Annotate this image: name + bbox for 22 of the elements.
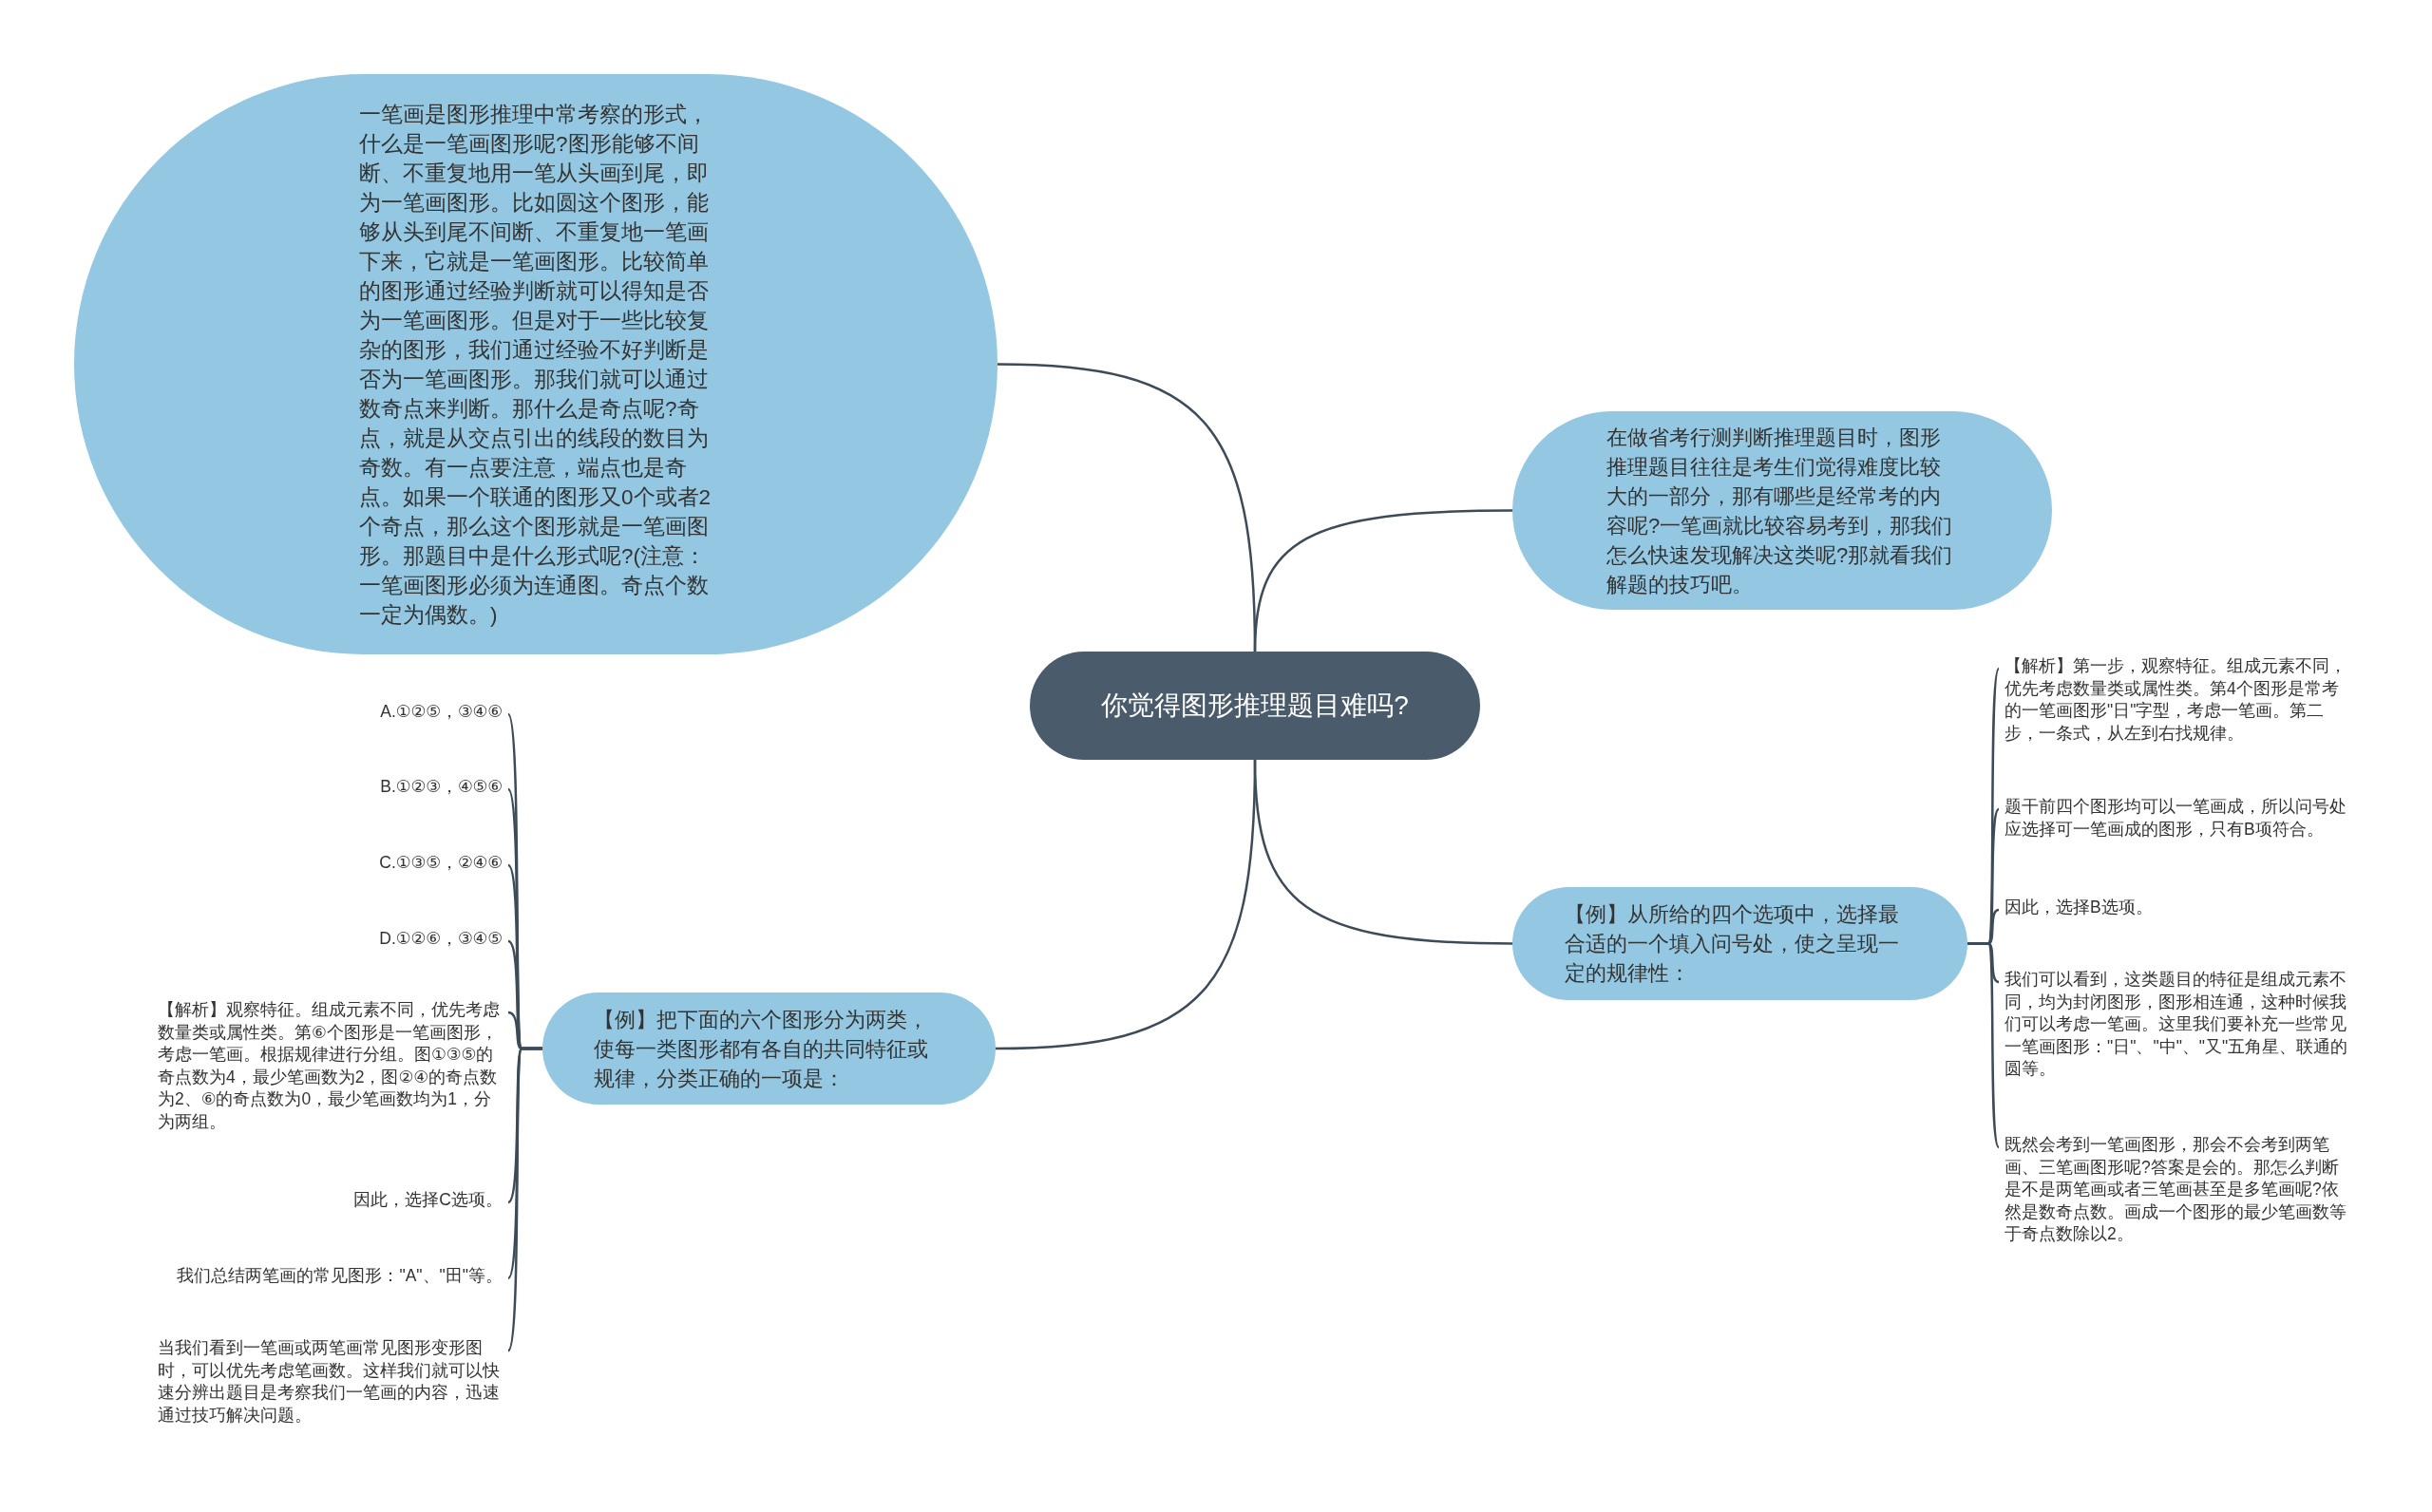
leaf-text: 【解析】第一步，观察特征。组成元素不同，优先考虑数量类或属性类。第4个图形是常考的一笔画图形"日"字型，考虑一笔画。第二步，一条式，从左到右找规律。 (1999, 655, 2360, 748)
connector-line (1253, 509, 1512, 652)
connector-line (995, 759, 1257, 1050)
leaf-text: 我们总结两笔画的常见图形："A"、"田"等。 (152, 1265, 508, 1292)
leaf-text: 我们可以看到，这类题目的特征是组成元素不同，均为封闭图形，图形相连通，这种时候我们可以考虑一笔画。这里我们要补充一些常见一笔画图形："日"、"中"、"又"五角星、联通的圆等。 (1999, 969, 2360, 1085)
leaf-text: D.①②⑥，③④⑤ (342, 928, 508, 954)
topic-text: 【例】从所给的四个选项中，选择最合适的一个填入问号处，使之呈现一定的规律性： (1564, 901, 1900, 987)
topic-text: 【例】把下面的六个图形分为两类，使每一类图形都有各自的共同特征或规律，分类正确的一项是： (593, 1006, 929, 1092)
leaf-text: C.①③⑤，②④⑥ (342, 852, 508, 879)
leaf-text: 因此，选择B选项。 (1999, 897, 2360, 923)
leaf-text: 既然会考到一笔画图形，那会不会考到两笔画、三笔画图形呢?答案是会的。那怎么判断是不是两笔画或者三笔画甚至是多笔画呢?依然是数奇点数。画成一个图形的最少笔画数等于奇点数除以2。 (1999, 1134, 2360, 1250)
connector-line (1967, 942, 2001, 1148)
leaf-text: 因此，选择C选项。 (314, 1189, 508, 1216)
leaf-text: 题干前四个图形均可以一笔画成，所以问号处应选择可一笔画成的图形，只有B项符合。 (1999, 796, 2360, 845)
leaf-text: B.①②③，④⑤⑥ (342, 776, 508, 803)
connector-line (506, 1047, 542, 1351)
leaf-text: 【解析】观察特征。组成元素不同，优先考虑数量类或属性类。第⑥个图形是一笔画图形，考虑一笔画。根据规律进行分组。图①③⑤的奇点数为4，最少笔画数为2，图②④的奇点数为2、⑥的奇点数为0，最少笔画数均为1，分为两组。 (152, 999, 508, 1138)
topic-text: 一笔画是图形推理中常考察的形式，什么是一笔画图形呢?图形能够不间断、不重复地用一笔从头画到尾，即为一笔画图形。比如圆这个图形，能够从头到尾不间断、不重复地一笔画下来，它就是一笔画图形。比较简单的图形通过经验判断就可以得知是否为一笔画图形。但是对于一些比较复杂的图形，我们通过经验不好判断是否为一笔画图形。那我们就可以通过数奇点来判断。那什么是奇点呢?奇点，就是从交点引出的线段的数目为奇数。有一点要注意，端点也是奇点。如果一个联通的图形又0个或者2个奇点，那么这个图形就是一笔画图形。那题目中是什么形式呢?(注意：一笔画图形必须为连通图。奇点个数一定为偶数。) (359, 101, 712, 629)
leaf-text: A.①②⑤，③④⑥ (342, 701, 508, 728)
topic-text: 你觉得图形推理题目难吗? (1100, 690, 1410, 722)
topic-text: 在做省考行测判断推理题目时，图形推理题目往往是考生们觉得难度比较大的一部分，那有哪些是经常考的内容呢?一笔画就比较容易考到，那我们怎么快速发现解决这类呢?那就看我们解题的技巧吧。 (1606, 424, 1954, 598)
leaf-text: 当我们看到一笔画或两笔画常见图形变形图时，可以优先考虑笔画数。这样我们就可以快速分辨出题目是考察我们一笔画的内容，迅速通过技巧解决问题。 (152, 1337, 508, 1430)
